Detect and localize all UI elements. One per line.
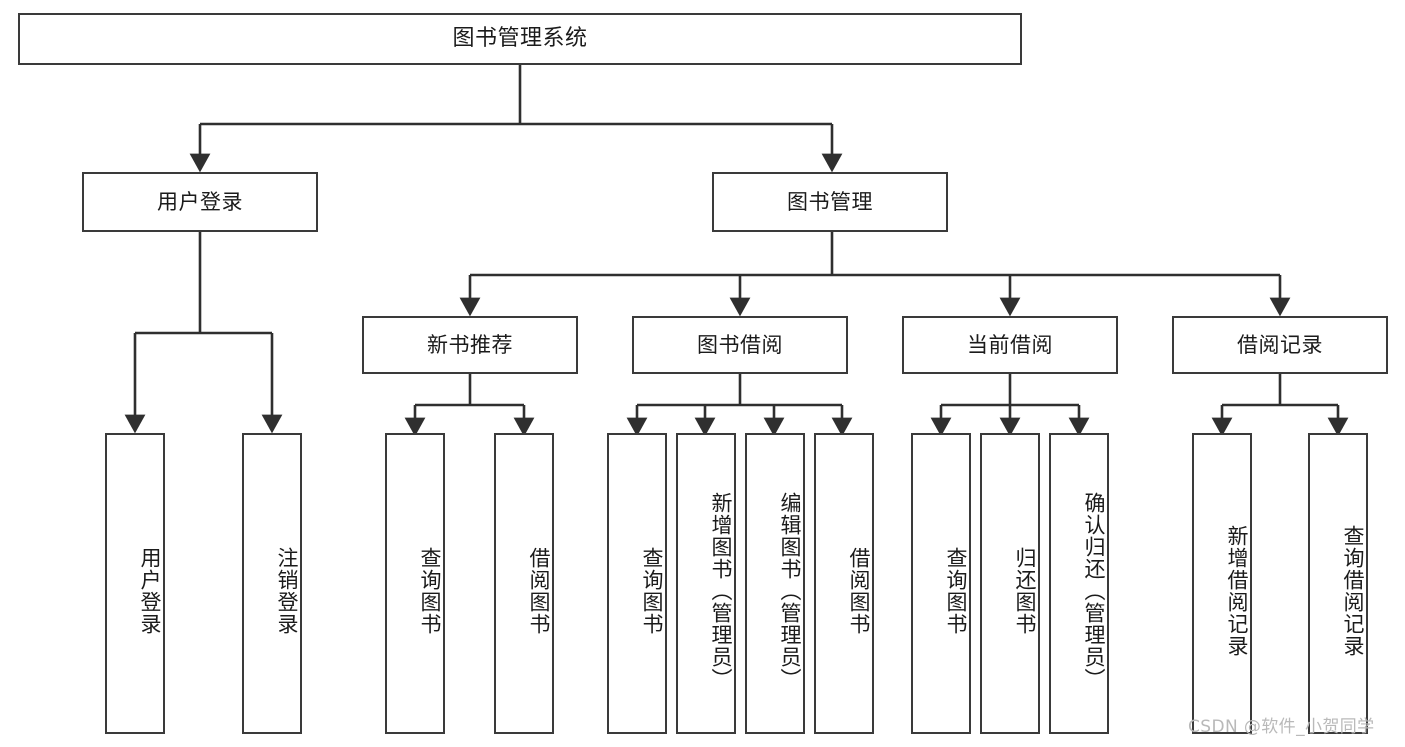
node-leaf-borrow-book-1[interactable]: 借阅图书 xyxy=(494,433,554,734)
node-label: 查询图书 xyxy=(640,546,664,635)
node-current-borrow[interactable]: 当前借阅 xyxy=(902,316,1118,374)
node-label: 用户登录 xyxy=(138,546,162,635)
node-label: 借阅记录 xyxy=(1237,332,1323,357)
node-label: 注销登录 xyxy=(275,546,299,635)
node-label: 归还图书 xyxy=(1013,546,1037,635)
node-leaf-return-book[interactable]: 归还图书 xyxy=(980,433,1040,734)
node-label: 当前借阅 xyxy=(967,332,1053,357)
node-label: 确认归还（管理员） xyxy=(1082,491,1106,690)
node-label: 图书管理系统 xyxy=(452,26,588,52)
node-label: 查询借阅记录 xyxy=(1341,524,1365,657)
node-leaf-user-login[interactable]: 用户登录 xyxy=(105,433,165,734)
node-leaf-edit-book[interactable]: 编辑图书（管理员） xyxy=(745,433,805,734)
node-borrow-record[interactable]: 借阅记录 xyxy=(1172,316,1388,374)
node-label: 新书推荐 xyxy=(427,332,513,357)
node-leaf-add-record[interactable]: 新增借阅记录 xyxy=(1192,433,1252,734)
csdn-watermark: CSDN @软件_小贺同学 xyxy=(1188,717,1375,737)
node-leaf-confirm-return[interactable]: 确认归还（管理员） xyxy=(1049,433,1109,734)
node-root-book-management-system[interactable]: 图书管理系统 xyxy=(18,13,1022,65)
node-label: 用户登录 xyxy=(157,189,243,214)
node-leaf-query-book-3[interactable]: 查询图书 xyxy=(911,433,971,734)
node-leaf-add-book[interactable]: 新增图书（管理员） xyxy=(676,433,736,734)
node-label: 编辑图书（管理员） xyxy=(778,491,802,690)
node-leaf-query-record[interactable]: 查询借阅记录 xyxy=(1308,433,1368,734)
node-label: 图书管理 xyxy=(787,189,873,214)
node-label: 借阅图书 xyxy=(527,546,551,635)
node-leaf-query-book-2[interactable]: 查询图书 xyxy=(607,433,667,734)
node-label: 查询图书 xyxy=(944,546,968,635)
node-label: 新增图书（管理员） xyxy=(709,491,733,690)
node-book-borrow[interactable]: 图书借阅 xyxy=(632,316,848,374)
node-user-login[interactable]: 用户登录 xyxy=(82,172,318,232)
node-label: 查询图书 xyxy=(418,546,442,635)
node-leaf-borrow-book-2[interactable]: 借阅图书 xyxy=(814,433,874,734)
node-leaf-query-book-1[interactable]: 查询图书 xyxy=(385,433,445,734)
node-leaf-logout-login[interactable]: 注销登录 xyxy=(242,433,302,734)
node-label: 新增借阅记录 xyxy=(1225,524,1249,657)
node-new-book-recommend[interactable]: 新书推荐 xyxy=(362,316,578,374)
node-book-manage[interactable]: 图书管理 xyxy=(712,172,948,232)
node-label: 借阅图书 xyxy=(847,546,871,635)
node-label: 图书借阅 xyxy=(697,332,783,357)
